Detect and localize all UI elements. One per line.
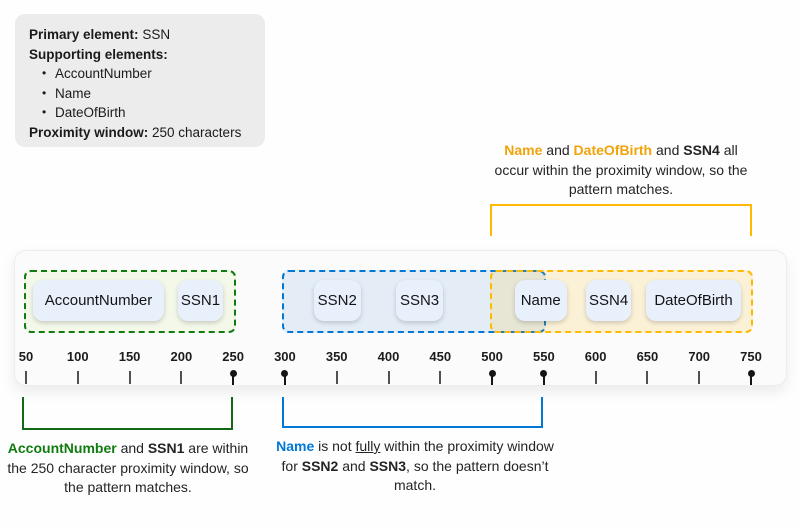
ruler-label: 50 xyxy=(18,349,34,364)
info-line: Proximity window: 250 characters xyxy=(29,123,255,143)
text-segment: Primary element: xyxy=(29,27,139,42)
text-segment: , so the pattern doesn’t match. xyxy=(393,457,549,494)
text-segment: AccountNumber xyxy=(55,66,152,81)
element-box-name: Name xyxy=(514,280,567,321)
text-segment: is not xyxy=(314,438,356,454)
element-box-accountnumber: AccountNumber xyxy=(33,280,164,321)
ruler-label: 300 xyxy=(274,349,296,364)
element-label: DateOfBirth xyxy=(654,292,733,309)
ruler-label: 700 xyxy=(688,349,711,364)
ruler-tick xyxy=(439,371,442,384)
bullet-icon: • xyxy=(42,105,47,119)
element-box-ssn1: SSN1 xyxy=(178,280,223,321)
text-segment: and xyxy=(116,440,148,456)
ruler-tick-dotted xyxy=(747,370,755,385)
element-label: SSN1 xyxy=(180,292,221,309)
bullet-icon: • xyxy=(42,66,47,80)
text-segment: and xyxy=(338,457,370,474)
text-segment: and xyxy=(652,142,684,158)
ruler-label: 150 xyxy=(118,349,141,364)
green-window-bracket xyxy=(22,397,233,430)
ruler-label: 400 xyxy=(377,349,400,364)
ruler-label: 750 xyxy=(740,349,762,364)
text-segment: Proximity window: xyxy=(29,124,149,140)
element-box-dateofbirth: DateOfBirth xyxy=(646,280,741,321)
ruler-tick-dotted xyxy=(229,370,237,385)
text-segment: SSN4 xyxy=(683,142,720,158)
text-segment: Name xyxy=(55,85,92,101)
bullet-icon: • xyxy=(42,85,47,100)
ruler-tick xyxy=(76,371,79,384)
text-segment: SSN3 xyxy=(369,457,407,474)
annotation-green-match: AccountNumber and SSN1 are within the 25… xyxy=(6,439,250,498)
text-segment: AccountNumber xyxy=(7,440,117,456)
ruler-tick-dotted xyxy=(540,370,548,385)
info-bullet-item: • AccountNumber xyxy=(29,64,255,84)
text-segment: are within the 250 character proximity w… xyxy=(7,440,249,495)
ruler-tick-dotted xyxy=(488,370,496,385)
text-segment: SSN2 xyxy=(301,457,339,474)
text-segment: all occur within the proximity window, s… xyxy=(494,142,748,197)
ruler-label: 350 xyxy=(325,349,348,364)
info-line: Supporting elements: xyxy=(29,45,255,65)
text-segment: within the proximity window for xyxy=(281,438,554,474)
text-segment: fully xyxy=(355,438,381,454)
text-segment: SSN xyxy=(138,27,171,42)
ruler-tick xyxy=(128,371,131,384)
element-label: Name xyxy=(520,292,561,309)
ruler-tick xyxy=(594,371,597,384)
blue-window-bracket xyxy=(282,397,543,428)
annotation-orange-match: Name and DateOfBirth and SSN4 all occur … xyxy=(486,141,756,200)
text-segment: Name xyxy=(504,142,543,158)
text-segment: SSN1 xyxy=(147,440,185,456)
ruler-label: 450 xyxy=(429,349,452,364)
element-box-ssn3: SSN3 xyxy=(395,280,444,321)
element-label: SSN3 xyxy=(399,292,440,309)
text-segment: DateOfBirth xyxy=(573,142,653,158)
element-label: SSN2 xyxy=(317,292,357,309)
ruler-label: 200 xyxy=(170,349,193,364)
text-segment: Name xyxy=(276,438,315,454)
orange-window-bracket xyxy=(490,204,752,236)
element-label: AccountNumber xyxy=(44,292,153,309)
ruler-label: 550 xyxy=(532,349,555,364)
ruler-label: 600 xyxy=(584,349,607,364)
timeline-card: AccountNumber SSN1 SSN2 SSN3 Name SSN4 DateOfB… xyxy=(14,250,787,386)
ruler-label: 100 xyxy=(66,349,89,364)
ruler-tick xyxy=(25,371,27,384)
ruler-label: 650 xyxy=(636,349,659,364)
ruler-label: 250 xyxy=(222,349,244,364)
element-box-ssn4: SSN4 xyxy=(586,280,631,321)
annotation-blue-no-match: Name is not fully within the proximity w… xyxy=(271,437,559,496)
ruler-tick xyxy=(387,371,390,384)
text-segment: DateOfBirth xyxy=(55,105,126,120)
text-segment: 250 characters xyxy=(148,124,242,140)
info-bullet-item: • DateOfBirth xyxy=(29,103,255,123)
element-label: SSN4 xyxy=(588,292,629,309)
info-line: Primary element: SSN xyxy=(29,25,255,45)
ruler-label: 500 xyxy=(481,349,503,364)
ruler-tick xyxy=(646,371,649,384)
ruler-tick xyxy=(698,371,701,384)
info-bullet-item: • Name xyxy=(29,84,255,104)
text-segment: Supporting elements: xyxy=(29,46,168,62)
ruler-tick xyxy=(180,371,183,384)
element-box-ssn2: SSN2 xyxy=(313,280,361,321)
text-segment: and xyxy=(542,142,574,158)
ruler-tick xyxy=(335,371,338,384)
ruler-tick-dotted xyxy=(281,370,289,385)
